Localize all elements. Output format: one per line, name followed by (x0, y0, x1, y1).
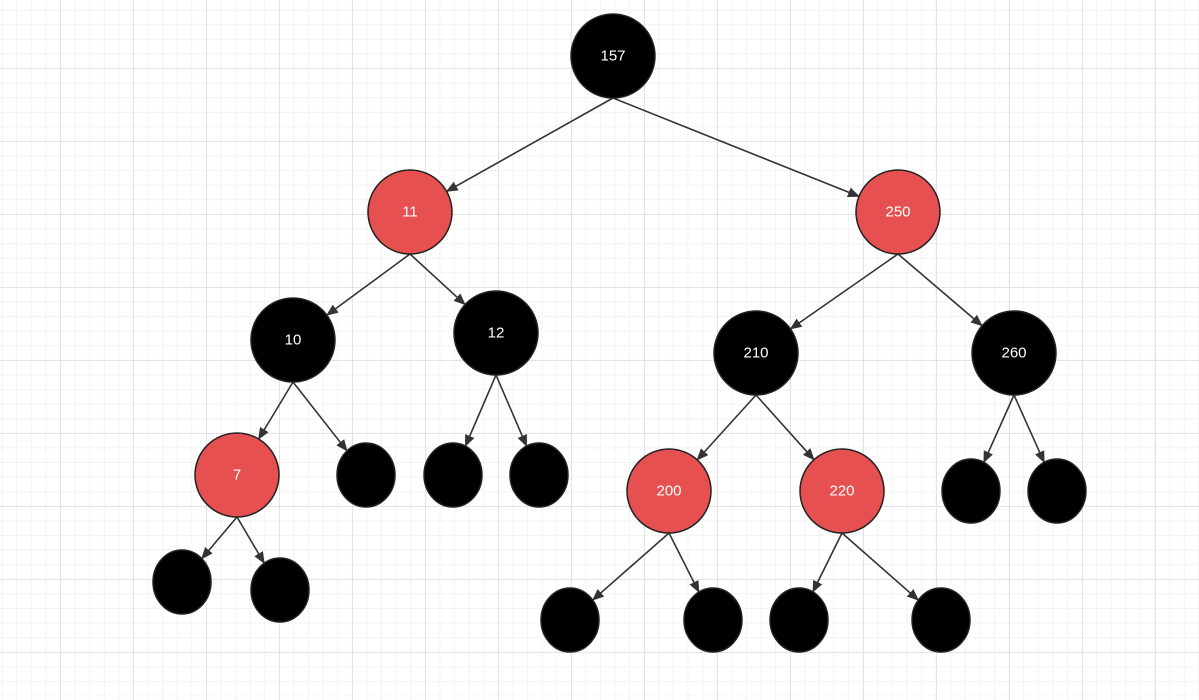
nil-leaf-node (423, 442, 483, 508)
edge-n200-to-nil9 (668, 532, 700, 593)
nil-leaf-node (769, 587, 829, 653)
nil-leaf-node (509, 442, 569, 508)
nodes-layer: 157 11 250 10 12 210 260 7 200 220 (152, 13, 1087, 653)
edge-n7-to-nil6 (201, 516, 238, 560)
node-circle-200 (626, 448, 712, 534)
node-label-11: 11 (402, 204, 418, 221)
node-label-260: 260 (1001, 345, 1026, 362)
nil-leaf-circle (509, 442, 569, 508)
tree-node-10: 10 (250, 297, 336, 383)
node-circle-12 (453, 290, 539, 376)
tree-node-260: 260 (971, 310, 1057, 396)
nil-leaf-node (540, 587, 600, 653)
edge-n157-to-n250 (612, 97, 860, 198)
nil-leaf-node (683, 587, 743, 653)
edge-n157-to-n11 (445, 97, 614, 193)
nil-leaf-circle (683, 587, 743, 653)
tree-node-210: 210 (713, 310, 799, 396)
nil-leaf-node (1027, 458, 1087, 524)
node-label-12: 12 (488, 325, 505, 342)
node-label-200: 200 (656, 483, 681, 500)
edge-n200-to-nil8 (591, 532, 670, 601)
tree-node-220: 220 (799, 448, 885, 534)
edge-n12-to-nil2 (464, 374, 497, 448)
edge-n250-to-n210 (789, 253, 899, 330)
node-circle-11 (367, 169, 453, 255)
nil-leaf-node (250, 557, 310, 623)
nil-leaf-node (941, 458, 1001, 524)
edge-n220-to-nil11 (841, 532, 920, 601)
tree-node-7: 7 (194, 432, 280, 518)
nil-leaf-circle (152, 549, 212, 615)
edge-n10-to-n7 (257, 381, 294, 440)
node-circle-210 (713, 310, 799, 396)
edge-n210-to-n200 (696, 394, 757, 461)
edge-n250-to-n260 (897, 253, 983, 327)
nil-leaf-circle (250, 557, 310, 623)
node-label-210: 210 (743, 345, 768, 362)
nil-leaf-node (911, 587, 971, 653)
nil-leaf-circle (336, 442, 396, 508)
tree-node-11: 11 (367, 169, 453, 255)
edge-n220-to-nil10 (812, 532, 843, 593)
node-label-157: 157 (600, 48, 625, 65)
node-label-250: 250 (885, 204, 910, 221)
edge-n260-to-nil4 (983, 394, 1015, 464)
nil-leaf-circle (423, 442, 483, 508)
tree-node-250: 250 (855, 169, 941, 255)
node-label-7: 7 (233, 467, 241, 484)
edges-layer (201, 97, 1045, 601)
edge-n210-to-n220 (755, 394, 815, 461)
nil-leaf-node (336, 442, 396, 508)
edge-n10-to-nil1 (292, 381, 348, 452)
tree-node-200: 200 (626, 448, 712, 534)
nil-leaf-circle (941, 458, 1001, 524)
node-label-220: 220 (829, 483, 854, 500)
node-label-10: 10 (285, 332, 302, 349)
nil-leaf-node (152, 549, 212, 615)
edge-n12-to-nil3 (495, 374, 528, 448)
node-circle-10 (250, 297, 336, 383)
node-circle-220 (799, 448, 885, 534)
tree-node-12: 12 (453, 290, 539, 376)
nil-leaf-circle (769, 587, 829, 653)
edge-n11-to-n12 (409, 253, 466, 306)
nil-leaf-circle (540, 587, 600, 653)
nil-leaf-circle (911, 587, 971, 653)
edge-n7-to-nil7 (236, 516, 265, 565)
edge-n11-to-n10 (326, 253, 411, 316)
tree-node-157: 157 (570, 13, 656, 99)
edge-n260-to-nil5 (1013, 394, 1045, 464)
node-circle-250 (855, 169, 941, 255)
node-circle-7 (194, 432, 280, 518)
node-circle-260 (971, 310, 1057, 396)
node-circle-157 (570, 13, 656, 99)
nil-leaf-circle (1027, 458, 1087, 524)
